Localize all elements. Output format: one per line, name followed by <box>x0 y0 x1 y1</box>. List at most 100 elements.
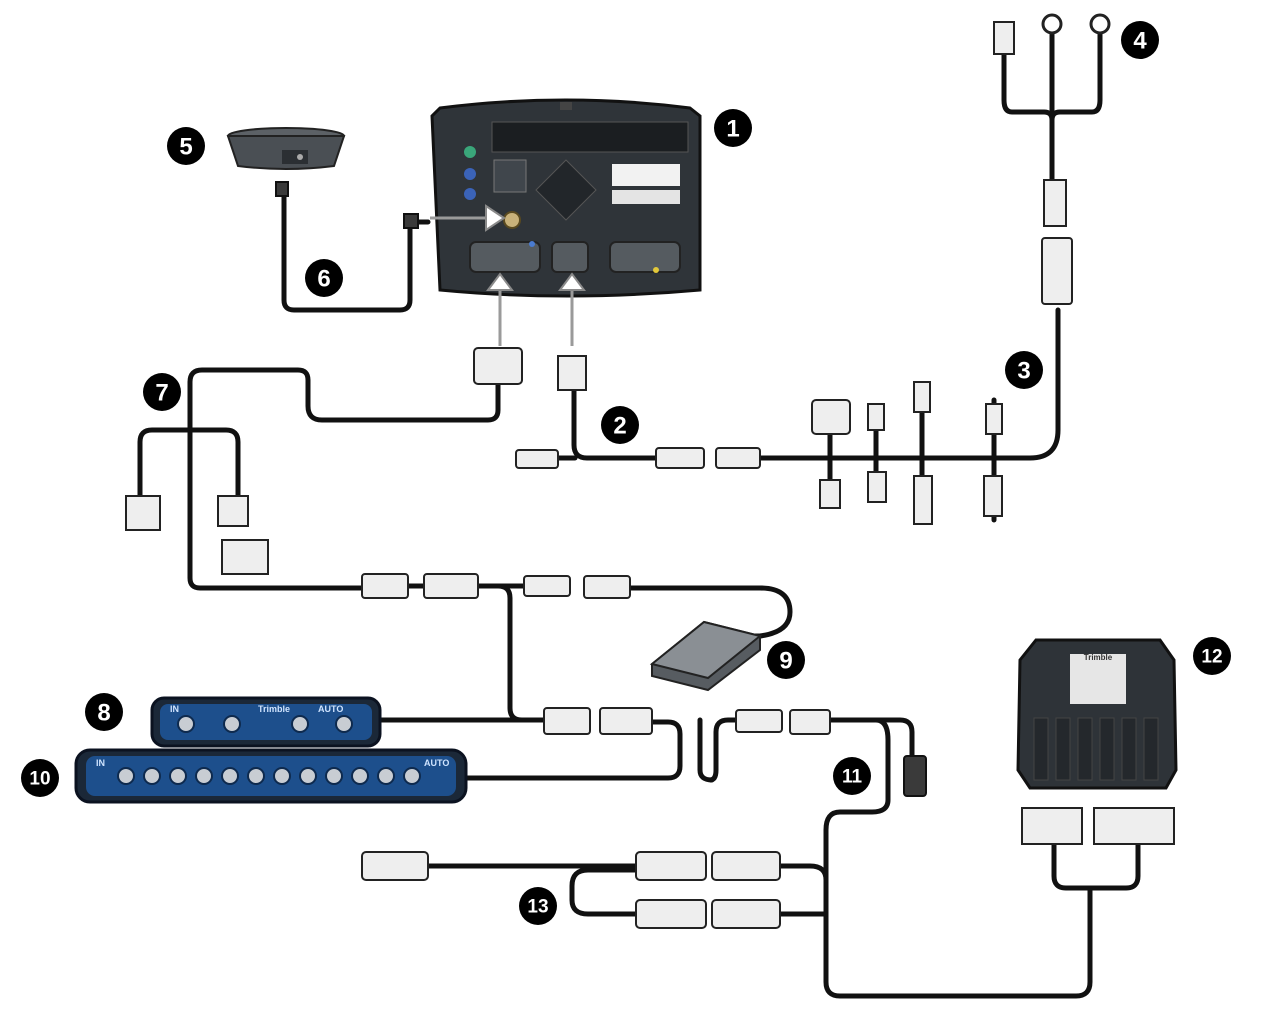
callout-5: 5 <box>167 127 205 165</box>
harness-7-inline-connector[interactable] <box>361 573 409 599</box>
ring-terminal-icon <box>1041 13 1063 35</box>
cables <box>137 27 1141 999</box>
antenna-port-icon[interactable] <box>503 211 521 229</box>
brand-label: Trimble <box>258 704 290 714</box>
switchbox-10-cable <box>463 719 683 781</box>
harness-7-main <box>187 367 501 591</box>
cable-13-right-a <box>777 863 829 883</box>
arrow-right-icon <box>485 204 506 232</box>
callout-label: 2 <box>613 413 626 440</box>
arrow-up-icon <box>558 272 586 291</box>
callout-label: 3 <box>1017 358 1030 385</box>
power-tap-a[interactable] <box>811 399 851 435</box>
callout-10: 10 <box>21 759 59 797</box>
switchbox-8-switch-2[interactable] <box>223 715 241 733</box>
callout-13: 13 <box>519 887 557 925</box>
power-cable-taps <box>811 13 1111 525</box>
antenna-cable <box>281 187 431 313</box>
switchbox-10-switch-3[interactable] <box>169 767 187 785</box>
battery-connector-a[interactable] <box>1043 179 1067 227</box>
switchbox-8-connector[interactable] <box>543 707 591 735</box>
cable-11-c <box>823 717 1093 999</box>
harness-7-plug-b[interactable] <box>217 495 249 527</box>
foot-switch[interactable] <box>649 620 763 692</box>
callout-label: 13 <box>527 897 548 918</box>
switchbox-8-switch-3[interactable] <box>291 715 309 733</box>
harness-7-connectors <box>125 347 631 599</box>
switch-box-8: IN AUTO Trimble <box>150 696 382 748</box>
callout-12: 12 <box>1193 637 1231 675</box>
ecu-connector-b[interactable] <box>1093 807 1175 845</box>
port-b[interactable] <box>551 241 589 273</box>
switchbox-8-switch-1[interactable] <box>177 715 195 733</box>
harness-7-plug-a[interactable] <box>125 495 161 531</box>
switchbox-connectors <box>543 707 927 797</box>
switchbox-10-switch-1[interactable] <box>117 767 135 785</box>
callout-label: 5 <box>179 134 192 161</box>
callout-label: 1 <box>726 116 739 143</box>
battery-lead-c <box>1049 27 1103 123</box>
switchbox-10-switch-5[interactable] <box>221 767 239 785</box>
switchbox-10-connector[interactable] <box>599 707 653 735</box>
switchbox-8-left-label: IN <box>170 704 179 714</box>
ecu-connector-a[interactable] <box>1021 807 1083 845</box>
port-c[interactable] <box>609 241 681 273</box>
switchbox-10-switch-6[interactable] <box>247 767 265 785</box>
callout-label: 9 <box>779 648 792 675</box>
switchbox-10-switch-2[interactable] <box>143 767 161 785</box>
switchbox-10-switch-7[interactable] <box>273 767 291 785</box>
callout-9: 9 <box>767 641 805 679</box>
cable-2-connectors <box>515 447 761 469</box>
switchbox-10-switch-12[interactable] <box>403 767 421 785</box>
switchbox-10-switch-8[interactable] <box>299 767 317 785</box>
callout-label: 10 <box>29 769 50 790</box>
switchbox-10-left-label: IN <box>96 758 105 768</box>
switch-box-10: IN AUTO <box>74 748 468 804</box>
switchbox-8-switches <box>177 715 353 733</box>
cable-13-end-connector[interactable] <box>361 851 429 881</box>
switchbox-8-switch-4[interactable] <box>335 715 353 733</box>
battery-connector-b[interactable] <box>1041 237 1073 305</box>
status-led-icon <box>464 146 476 158</box>
cable-11-b <box>827 717 915 763</box>
callout-7: 7 <box>143 373 181 411</box>
arrow-up-icon <box>486 272 514 291</box>
link-cable-b <box>475 583 547 723</box>
callout-6: 6 <box>305 259 343 297</box>
gnss-antenna <box>226 127 419 229</box>
cable-13-loop <box>569 867 639 917</box>
switchbox-10-switch-11[interactable] <box>377 767 395 785</box>
power-cable-main <box>757 307 1061 461</box>
callout-2: 2 <box>601 406 639 444</box>
cable-11-plug[interactable] <box>903 755 927 797</box>
ecu-rib <box>1033 717 1049 781</box>
ecu-rib <box>1077 717 1093 781</box>
port-a[interactable] <box>469 241 541 273</box>
ecu-harness <box>1051 837 1141 891</box>
callout-4: 4 <box>1121 21 1159 59</box>
callout-label: 6 <box>317 266 330 293</box>
callout-label: 12 <box>1201 647 1222 668</box>
cable-2-end-connector[interactable] <box>515 449 559 469</box>
switchbox-10-switch-4[interactable] <box>195 767 213 785</box>
callout-label: 7 <box>155 380 168 407</box>
battery-lead-a <box>1001 47 1055 183</box>
ecu-rib <box>1055 717 1071 781</box>
callout-label: 8 <box>97 700 110 727</box>
switchbox-10-right-label: AUTO <box>424 758 449 768</box>
switchbox-10-switch-9[interactable] <box>325 767 343 785</box>
harness-7-display-connector[interactable] <box>473 347 523 385</box>
cable-2-display-connector[interactable] <box>557 355 587 391</box>
mode-led-icon <box>464 188 476 200</box>
switchbox-10-switches <box>117 767 421 785</box>
display <box>430 98 702 298</box>
switchbox-8-right-label: AUTO <box>318 704 343 714</box>
power-led-icon <box>464 168 476 180</box>
ecu-rib <box>1143 717 1159 781</box>
callout-label: 4 <box>1133 28 1147 55</box>
callout-label: 11 <box>842 767 863 788</box>
ecu-rib <box>1099 717 1115 781</box>
harness-7-branch <box>137 427 241 498</box>
switchbox-10-switch-10[interactable] <box>351 767 369 785</box>
